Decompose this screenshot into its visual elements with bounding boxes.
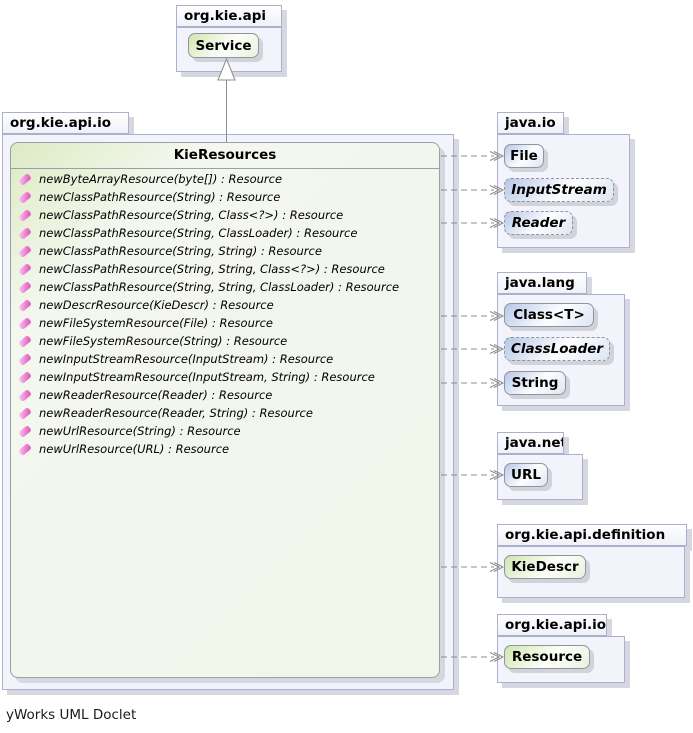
package-label: java.io [505, 115, 556, 131]
method-label: newUrlResource(String) : Resource [39, 424, 241, 438]
package-label: org.kie.api.io [10, 115, 112, 131]
class-file[interactable]: File [504, 144, 544, 168]
method-row[interactable]: newDescrResource(KieDescr) : Resource [11, 296, 439, 314]
method-label: newDescrResource(KieDescr) : Resource [39, 298, 274, 312]
package-label: java.net [505, 435, 564, 451]
class-name-label: Reader [511, 215, 566, 231]
method-icon [18, 442, 32, 456]
method-label: newUrlResource(URL) : Resource [39, 442, 230, 456]
package-tab-java-lang[interactable]: java.lang [497, 272, 587, 294]
class-inputstream[interactable]: InputStream [504, 178, 614, 202]
class-name-label: URL [511, 467, 541, 483]
doclet-caption: yWorks UML Doclet [6, 707, 137, 723]
package-tab-org-kie-api-definition[interactable]: org.kie.api.definition [497, 524, 687, 546]
method-label: newClassPathResource(String, Class<?>) :… [39, 208, 344, 222]
package-label: org.kie.api.io [505, 617, 607, 633]
class-name-label: File [510, 148, 538, 164]
method-label: newFileSystemResource(File) : Resource [39, 316, 273, 330]
package-tab-org-kie-api[interactable]: org.kie.api [176, 5, 282, 27]
method-row[interactable]: newInputStreamResource(InputStream, Stri… [11, 368, 439, 386]
method-label: newClassPathResource(String) : Resource [39, 190, 281, 204]
method-row[interactable]: newUrlResource(String) : Resource [11, 422, 439, 440]
method-icon [18, 316, 32, 330]
package-label: org.kie.api.definition [505, 527, 666, 543]
method-row[interactable]: newClassPathResource(String, String, Cla… [11, 260, 439, 278]
method-row[interactable]: newByteArrayResource(byte[]) : Resource [11, 170, 439, 188]
method-icon [18, 262, 32, 276]
method-label: newFileSystemResource(String) : Resource [39, 334, 288, 348]
method-row[interactable]: newInputStreamResource(InputStream) : Re… [11, 350, 439, 368]
method-row[interactable]: newClassPathResource(String, String) : R… [11, 242, 439, 260]
package-tab-java-io[interactable]: java.io [497, 112, 564, 134]
class-kiedescr[interactable]: KieDescr [504, 555, 586, 579]
package-label: java.lang [505, 275, 575, 291]
method-icon [18, 208, 32, 222]
method-icon [18, 406, 32, 420]
class-name-label: Resource [511, 649, 583, 665]
method-icon [18, 280, 32, 294]
method-icon [18, 334, 32, 348]
class-string[interactable]: String [504, 371, 566, 395]
method-icon [18, 370, 32, 384]
class-service[interactable]: Service [188, 33, 259, 58]
interface-title[interactable]: KieResources [11, 143, 439, 169]
method-icon [18, 244, 32, 258]
method-row[interactable]: newReaderResource(Reader, String) : Reso… [11, 404, 439, 422]
class-name-label: Service [195, 37, 252, 54]
method-label: newInputStreamResource(InputStream) : Re… [39, 352, 334, 366]
method-row[interactable]: newFileSystemResource(File) : Resource [11, 314, 439, 332]
class-name-label: InputStream [511, 182, 607, 198]
method-label: newInputStreamResource(InputStream, Stri… [39, 370, 375, 384]
class-name-label: ClassLoader [510, 341, 604, 357]
method-icon [18, 226, 32, 240]
method-row[interactable]: newClassPathResource(String, Class<?>) :… [11, 206, 439, 224]
method-icon [18, 298, 32, 312]
class-name-label: KieDescr [511, 559, 579, 575]
method-label: newClassPathResource(String, String, Cla… [39, 262, 385, 276]
method-label: newByteArrayResource(byte[]) : Resource [39, 172, 283, 186]
class-reader[interactable]: Reader [504, 211, 573, 235]
method-row[interactable]: newClassPathResource(String, String, Cla… [11, 278, 439, 296]
method-icon [18, 352, 32, 366]
method-icon [18, 388, 32, 402]
method-label: newClassPathResource(String, ClassLoader… [39, 226, 358, 240]
class-classloader[interactable]: ClassLoader [504, 337, 610, 361]
method-row[interactable]: newClassPathResource(String, ClassLoader… [11, 224, 439, 242]
method-icon [18, 190, 32, 204]
class-url[interactable]: URL [504, 463, 548, 487]
package-tab-org-kie-api-io-right[interactable]: org.kie.api.io [497, 614, 607, 636]
method-row[interactable]: newFileSystemResource(String) : Resource [11, 332, 439, 350]
package-tab-org-kie-api-io[interactable]: org.kie.api.io [2, 112, 129, 134]
method-label: newClassPathResource(String, String, Cla… [39, 280, 400, 294]
package-label: org.kie.api [184, 8, 267, 24]
class-name-label: Class<T> [513, 307, 585, 323]
class-class-t[interactable]: Class<T> [504, 303, 594, 327]
method-label: newClassPathResource(String, String) : R… [39, 244, 322, 258]
method-icon [18, 172, 32, 186]
method-row[interactable]: newReaderResource(Reader) : Resource [11, 386, 439, 404]
interface-kieresources[interactable]: KieResources newByteArrayResource(byte[]… [10, 142, 440, 678]
method-label: newReaderResource(Reader) : Resource [39, 388, 273, 402]
class-name-label: String [511, 375, 559, 391]
method-label: newReaderResource(Reader, String) : Reso… [39, 406, 313, 420]
method-row[interactable]: newClassPathResource(String) : Resource [11, 188, 439, 206]
class-resource[interactable]: Resource [504, 645, 590, 669]
package-tab-java-net[interactable]: java.net [497, 432, 564, 454]
method-icon [18, 424, 32, 438]
method-row[interactable]: newUrlResource(URL) : Resource [11, 440, 439, 458]
